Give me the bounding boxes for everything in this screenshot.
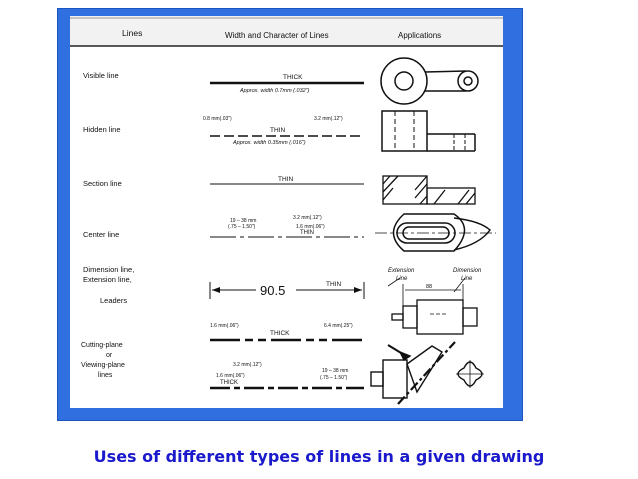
dimension-thin-label: THIN [326, 281, 341, 288]
cutting-dim-d: 1.6 mm(.06") [216, 373, 245, 379]
label-center-line: Center line [83, 230, 119, 239]
caption: Uses of different types of lines in a gi… [93, 447, 545, 466]
label-extension-line: Extension line, [83, 275, 132, 284]
header-lines: Lines [122, 28, 142, 38]
dimension-value: 90.5 [260, 283, 285, 298]
cutting-thick2-label: THICK [220, 380, 238, 386]
line-types-chart: Lines Width and Character of Lines Appli… [70, 16, 503, 408]
extension-callout-line: Line [396, 276, 408, 282]
label-visible-line: Visible line [83, 71, 119, 80]
label-dimension-line: Dimension line, [83, 265, 134, 274]
section-thin-label: THIN [278, 176, 293, 183]
center-short-dim1: 3.2 mm(.12") [293, 215, 322, 221]
header-width: Width and Character of Lines [225, 31, 329, 40]
hidden-gap-dim: 3.2 mm(.12") [314, 116, 343, 122]
center-long-dim: 19 – 38 mm [230, 218, 256, 224]
dimension-application-figure [387, 277, 478, 335]
center-short-dim2: 1.6 mm(.06") [296, 224, 325, 230]
dimension-callout-line: Line [461, 276, 473, 282]
label-leaders: Leaders [100, 296, 127, 305]
visible-approx: Approx. width 0.7mm (.032") [239, 88, 310, 94]
cutting-dim-e: 19 – 38 mm [322, 368, 348, 374]
center-long-dim-in: (.75 – 1.50") [228, 224, 256, 230]
center-thin-label: THIN [300, 230, 314, 236]
cutting-dim-b: 6.4 mm(.25") [324, 323, 353, 329]
dimension-callout: Dimension [453, 268, 482, 274]
label-section-line: Section line [83, 179, 122, 188]
hidden-approx: Approx. width 0.35mm (.016") [232, 140, 306, 146]
hidden-application-figure [381, 110, 476, 152]
cutting-dim-a: 1.6 mm(.06") [210, 323, 239, 329]
cutting-dim-c: 3.2 mm(.12") [233, 362, 262, 368]
label-hidden-line: Hidden line [83, 125, 121, 134]
visible-thick-label: THICK [283, 74, 303, 81]
visible-application-figure [380, 57, 479, 105]
section-application-figure [382, 175, 476, 205]
hidden-dash-dim: 0.8 mm(.03") [203, 116, 232, 122]
center-application-figure [375, 213, 496, 252]
label-viewing-plane: Viewing-plane [81, 362, 125, 369]
hidden-thin-label: THIN [270, 127, 285, 134]
application-dim-value: 88 [426, 284, 432, 290]
cutting-dim-f: (.75 – 1.50") [320, 375, 348, 381]
cutting-thick-label: THICK [270, 330, 290, 337]
extension-callout: Extension [388, 268, 415, 274]
cutting-application-figure [370, 341, 484, 405]
label-or: or [106, 352, 113, 359]
label-cutting-plane: Cutting-plane [81, 342, 123, 349]
label-lines: lines [98, 372, 113, 379]
header-applications: Applications [398, 31, 441, 40]
header-band [70, 16, 503, 46]
